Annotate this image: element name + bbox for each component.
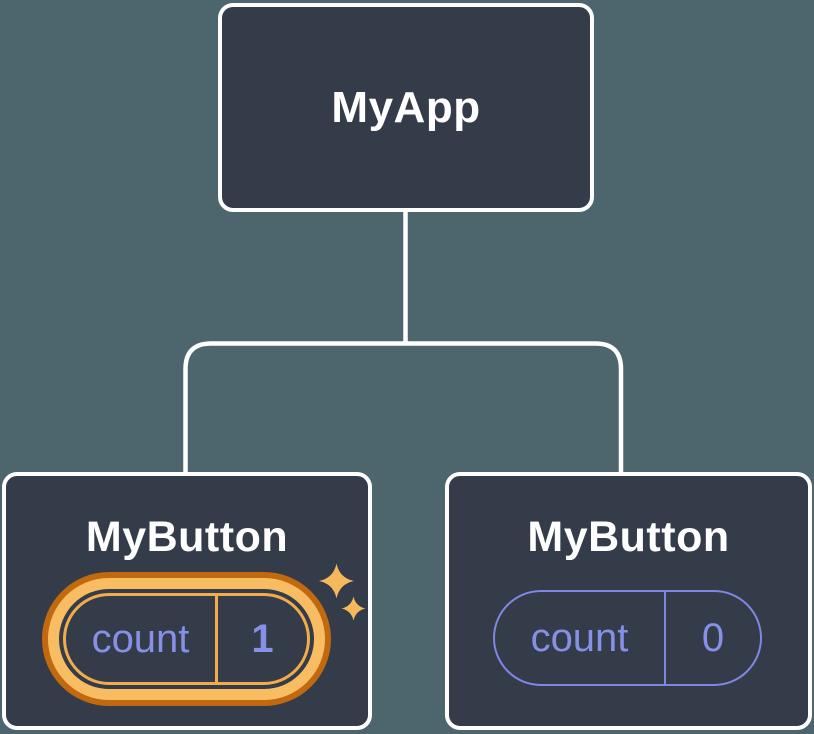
tree-node-mybutton-normal: MyButton count 0 [445, 472, 812, 730]
state-key-label: count [530, 615, 629, 660]
connector-bracket [183, 341, 624, 474]
node-label-myapp: MyApp [331, 82, 481, 132]
state-value: 1 [251, 616, 274, 661]
node-label-mybutton: MyButton [85, 513, 289, 561]
pill-divider [664, 592, 666, 684]
tree-node-myapp: MyApp [218, 3, 594, 212]
tree-node-mybutton-highlighted: MyButton count 1 [2, 472, 372, 730]
node-label-mybutton: MyButton [527, 513, 730, 561]
state-pill: count 0 [493, 590, 762, 686]
sparkles-icon [319, 563, 366, 621]
state-value: 0 [701, 615, 725, 660]
state-key-label: count [91, 616, 190, 661]
state-pill-highlighted: count 1 [63, 593, 310, 685]
pill-divider [215, 596, 218, 682]
